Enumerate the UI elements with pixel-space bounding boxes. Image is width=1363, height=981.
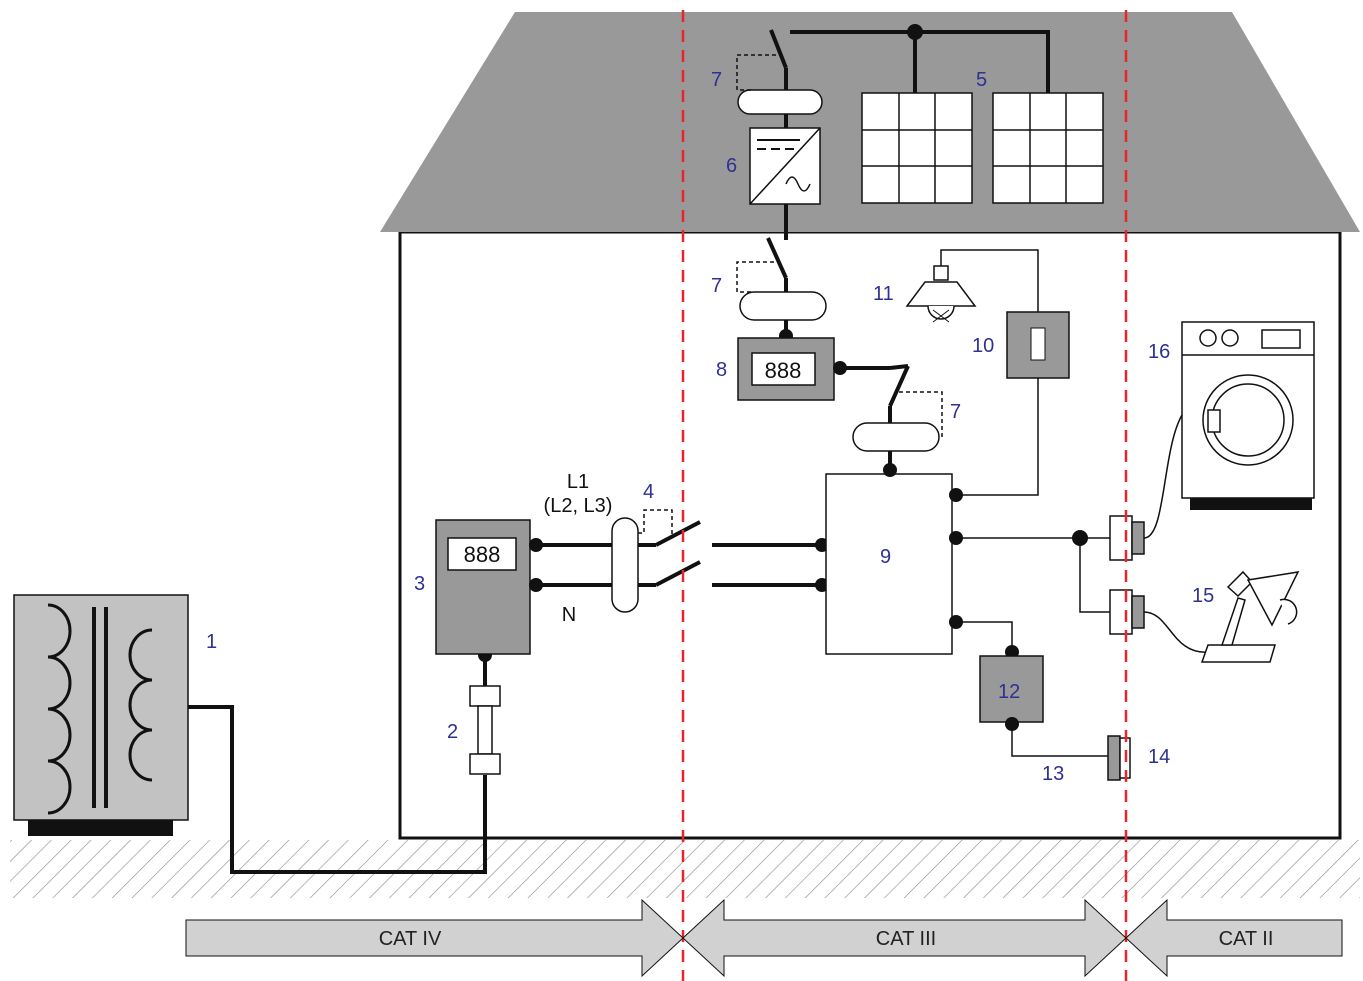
category-label-cat3: CAT III (876, 928, 936, 950)
category-label-cat2: CAT II (1219, 928, 1274, 950)
meter-icon: 888 (737, 337, 835, 401)
callout-4: 4 (643, 481, 654, 503)
switch-icon (1006, 311, 1070, 379)
callout-5: 5 (976, 69, 987, 91)
supply-cable (188, 705, 487, 874)
submeter-display: 888 (765, 358, 802, 383)
category-arrow-cat4 (185, 898, 684, 978)
category-label-cat4: CAT IV (379, 928, 442, 950)
callout-6: 6 (726, 155, 737, 177)
transformer-icon (13, 594, 189, 836)
callout-11: 11 (873, 283, 894, 305)
callout-7-pv: 7 (711, 69, 722, 91)
meter-icon: 888 (435, 519, 531, 655)
inverter-icon (749, 127, 821, 205)
breaker-icon (736, 237, 827, 336)
breaker-icon (736, 29, 823, 128)
callout-8: 8 (716, 359, 727, 381)
lamp-icon (905, 265, 977, 323)
callout-9: 9 (880, 546, 891, 568)
callout-7-board: 7 (950, 401, 961, 423)
pv-string-wire (913, 30, 1050, 93)
label-neutral: N (562, 604, 576, 626)
category-arrow-cat2 (1125, 898, 1343, 978)
callout-13: 13 (1042, 763, 1064, 785)
callout-16: 16 (1148, 341, 1170, 363)
callout-7-ac: 7 (711, 275, 722, 297)
breaker-icon (852, 364, 943, 470)
desk-lamp-icon (1143, 570, 1300, 663)
callout-14: 14 (1148, 746, 1170, 768)
label-l1: L1 (567, 471, 589, 493)
callout-15: 15 (1192, 585, 1214, 607)
meter-display: 888 (464, 542, 501, 567)
distribution-board (825, 473, 953, 655)
socket-icon (1109, 589, 1145, 635)
ground-hatch (10, 840, 1360, 898)
callout-2: 2 (447, 721, 458, 743)
solar-panel-icon (861, 92, 1104, 204)
label-l2-l3: (L2, L3) (544, 495, 613, 517)
callout-3: 3 (414, 573, 425, 595)
fuse-icon (469, 648, 501, 775)
callout-12: 12 (998, 681, 1020, 703)
callout-10: 10 (972, 335, 994, 357)
callout-1: 1 (206, 631, 217, 653)
washing-machine-icon (1181, 321, 1315, 510)
socket-icon (1109, 515, 1145, 561)
breaker-icon (611, 509, 701, 613)
